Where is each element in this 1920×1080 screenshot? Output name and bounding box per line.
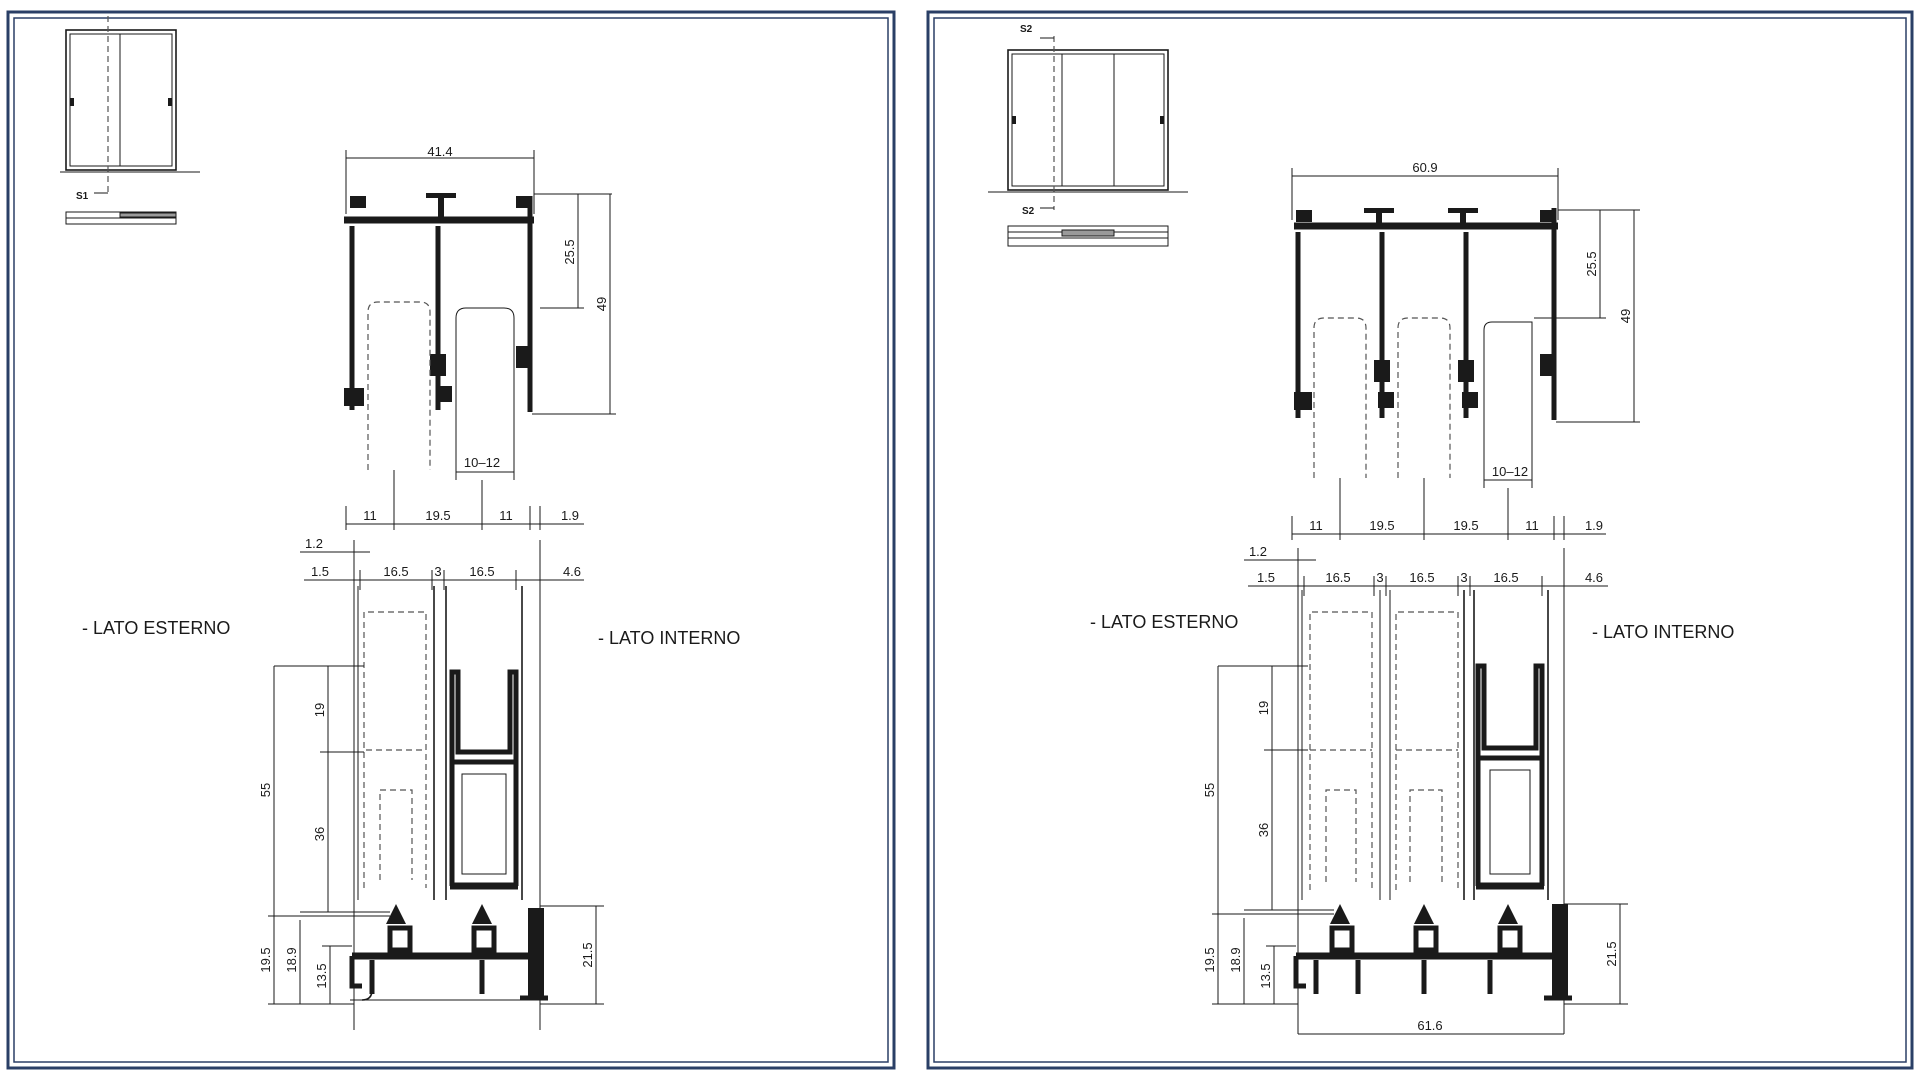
- dim-row1-1: 19.5: [425, 508, 450, 523]
- right-top-dimensions: 60.9 25.5 49 10–12 11 19.5 19.5 11 1.9 1…: [1244, 160, 1640, 1034]
- dim-19-5-right: 19.5: [1202, 947, 1217, 972]
- section-marker-s2-top: S2: [1020, 24, 1033, 35]
- left-bottom-track-profile: [349, 586, 548, 1001]
- right-panel-frame: [926, 10, 1914, 1070]
- label-lato-interno-left: - LATO INTERNO: [598, 628, 740, 648]
- left-top-rail-profile: [344, 193, 534, 470]
- dim-19-right: 19: [1256, 701, 1271, 715]
- dim-36-left: 36: [312, 827, 327, 841]
- left-top-dimensions: 41.4 25.5 49 10–12 11 19.5 11 1.9 1.2 1.…: [300, 144, 616, 1030]
- dim-row2-3: 16.5: [469, 564, 494, 579]
- dim-55-right: 55: [1202, 783, 1217, 797]
- dim-55-left: 55: [258, 783, 273, 797]
- right-bottom-dimensions: 55 19 36 19.5 18.9 13.5 21.5 61.6: [1202, 665, 1628, 1035]
- dim-row2-0: 1.5: [311, 564, 329, 579]
- dim-row1-2: 11: [499, 508, 513, 523]
- dim-r-row1-1: 19.5: [1369, 518, 1394, 533]
- dim-r-row2-6: 4.6: [1585, 570, 1603, 585]
- dim-19-5-left: 19.5: [258, 947, 273, 972]
- dim-13-5-left: 13.5: [314, 963, 329, 988]
- dim-36-right: 36: [1256, 823, 1271, 837]
- dim-49: 49: [594, 297, 609, 311]
- dim-r-row2-0: 1.5: [1257, 570, 1275, 585]
- dim-1-2-right: 1.2: [1249, 544, 1267, 559]
- dim-row2-1: 16.5: [383, 564, 408, 579]
- dim-r-row1-3: 11: [1525, 518, 1539, 533]
- dim-18-9-left: 18.9: [284, 947, 299, 972]
- dim-top-width-right: 60.9: [1412, 160, 1437, 175]
- dim-49-right: 49: [1618, 309, 1633, 323]
- label-lato-esterno-left: - LATO ESTERNO: [82, 618, 230, 638]
- section-marker-s2-bottom: S2: [1022, 206, 1035, 217]
- dim-10-12: 10–12: [464, 455, 500, 470]
- right-bottom-track-profile: [1293, 590, 1572, 1001]
- section-marker-s1: S1: [76, 191, 89, 202]
- dim-1-2: 1.2: [305, 536, 323, 551]
- right-thumbnail-elevation: S2 S2: [988, 24, 1188, 247]
- left-thumbnail-elevation: S1: [60, 16, 200, 225]
- dim-r-row2-3: 16.5: [1409, 570, 1434, 585]
- dim-r-row1-4: 1.9: [1585, 518, 1603, 533]
- label-lato-interno-right: - LATO INTERNO: [1592, 622, 1734, 642]
- dim-r-row2-5: 16.5: [1493, 570, 1518, 585]
- dim-row2-2: 3: [434, 564, 441, 579]
- dim-row1-0: 11: [363, 508, 377, 523]
- dim-r-row1-2: 19.5: [1453, 518, 1478, 533]
- dim-r-row1-0: 11: [1309, 518, 1323, 533]
- dim-r-row2-1: 16.5: [1325, 570, 1350, 585]
- dim-r-row2-2: 3: [1376, 570, 1383, 585]
- dim-18-9-right: 18.9: [1228, 947, 1243, 972]
- left-bottom-dimensions: 55 19 36 19.5 18.9 13.5 21.5: [258, 665, 604, 1005]
- dim-r-row2-4: 3: [1460, 570, 1467, 585]
- right-top-rail-profile: [1294, 208, 1558, 478]
- dim-21-5-left: 21.5: [580, 942, 595, 967]
- dim-25-5: 25.5: [562, 239, 577, 264]
- dim-21-5-right: 21.5: [1604, 941, 1619, 966]
- dim-row2-4: 4.6: [563, 564, 581, 579]
- dim-row1-3: 1.9: [561, 508, 579, 523]
- dim-13-5-right: 13.5: [1258, 963, 1273, 988]
- dim-bottom-width-right: 61.6: [1417, 1018, 1442, 1033]
- left-panel-frame: [6, 10, 896, 1070]
- dim-top-width: 41.4: [427, 144, 452, 159]
- dim-10-12-right: 10–12: [1492, 464, 1528, 479]
- dim-25-5-right: 25.5: [1584, 251, 1599, 276]
- label-lato-esterno-right: - LATO ESTERNO: [1090, 612, 1238, 632]
- dim-19-left: 19: [312, 703, 327, 717]
